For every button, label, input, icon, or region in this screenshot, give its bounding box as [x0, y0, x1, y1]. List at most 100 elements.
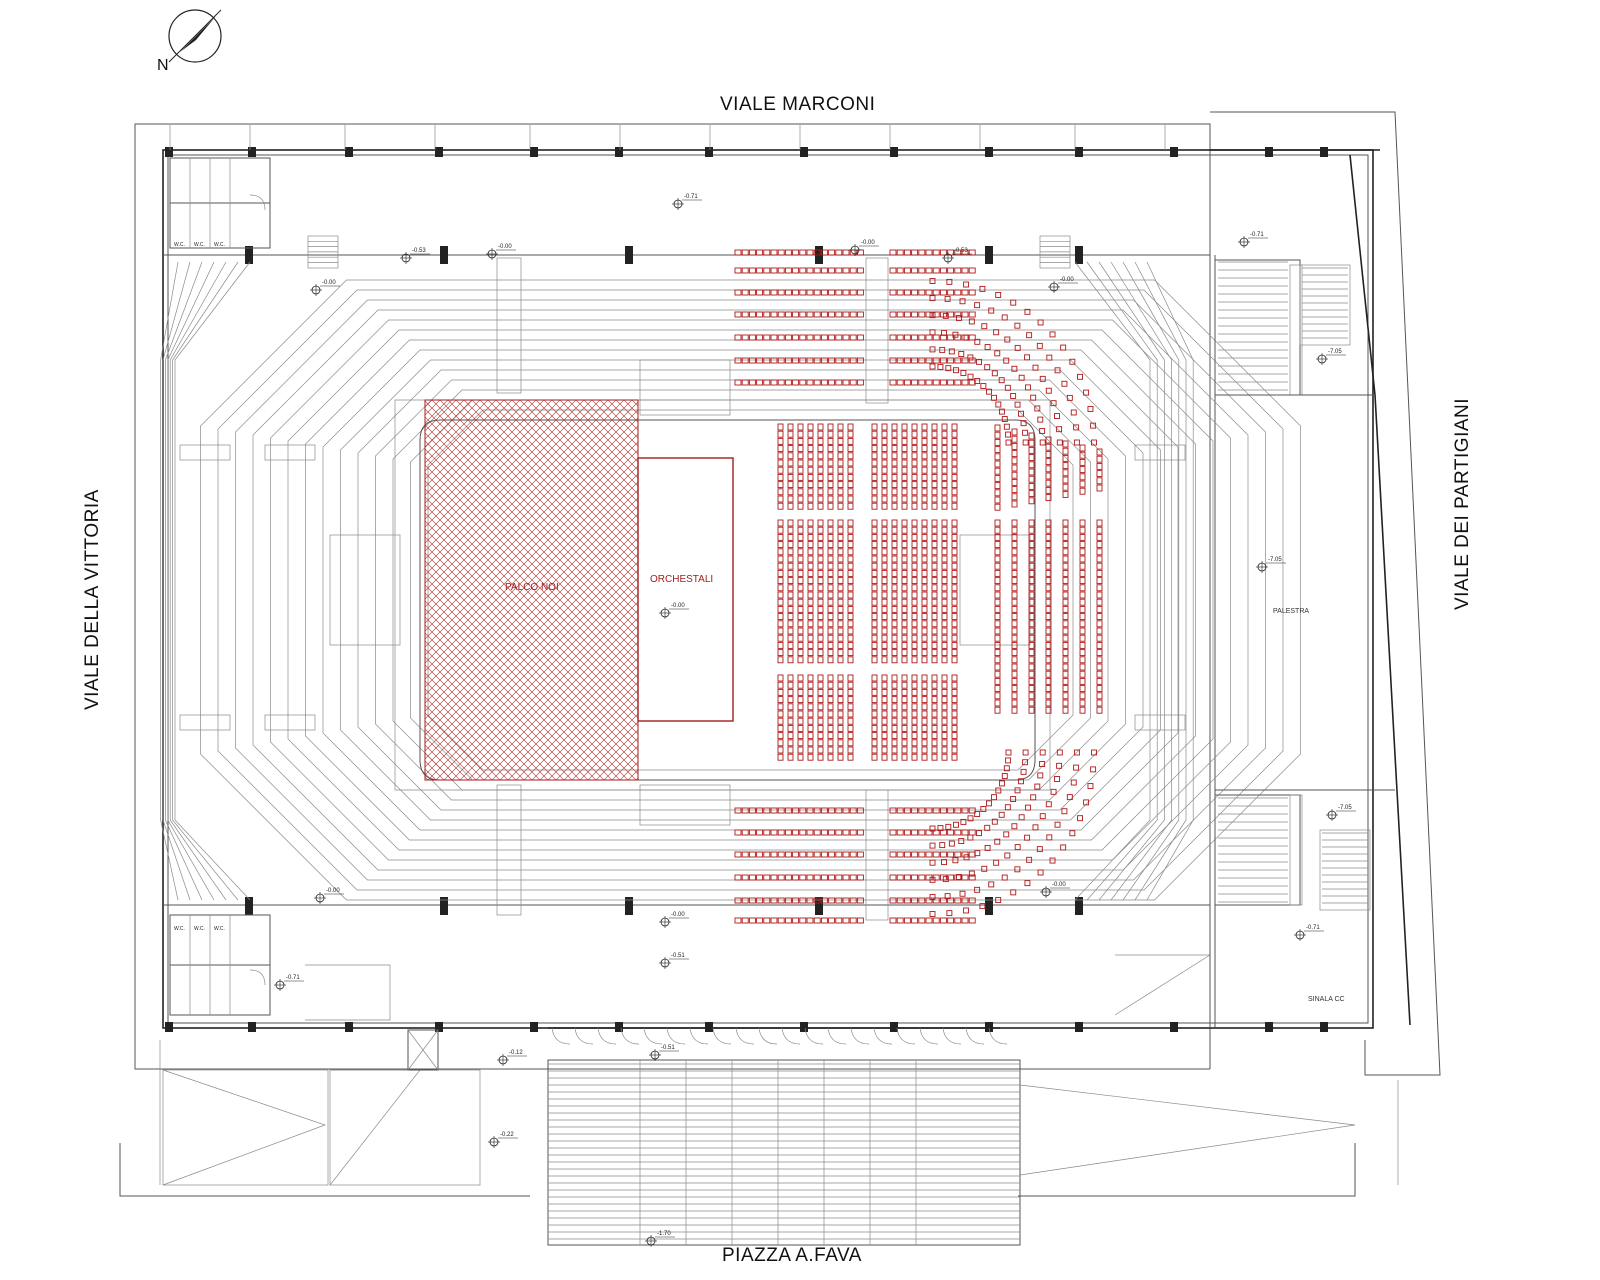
seat [931, 746, 938, 754]
seat [931, 430, 938, 438]
seat [1028, 634, 1035, 642]
seat [817, 688, 824, 696]
seat [871, 577, 878, 585]
seat [871, 649, 878, 657]
seat [734, 249, 742, 256]
seat [901, 739, 908, 747]
pillar [800, 1022, 808, 1032]
seat [931, 555, 938, 563]
seat [1001, 874, 1008, 881]
seat [741, 249, 749, 256]
seat [911, 584, 918, 592]
seat [777, 548, 784, 556]
seat [881, 423, 888, 431]
seat [951, 724, 958, 732]
seat [748, 829, 756, 836]
tier-line [172, 261, 239, 901]
seat [981, 865, 988, 872]
seat [974, 378, 981, 384]
seat [799, 311, 807, 318]
seat [1062, 677, 1069, 685]
seat [921, 696, 928, 704]
seat [929, 329, 936, 336]
seat [1062, 613, 1069, 621]
seat [827, 739, 834, 747]
pillar [530, 147, 538, 157]
seat [741, 357, 749, 364]
elev-center: -0.00 [659, 603, 689, 619]
seat [827, 562, 834, 570]
seat [903, 311, 911, 318]
elevation-value: -0.51 [671, 953, 685, 959]
seat [777, 379, 785, 386]
seat [770, 917, 778, 924]
seat [813, 897, 821, 904]
seat [941, 481, 948, 489]
seat [799, 807, 807, 814]
seat [939, 289, 947, 296]
seat [881, 577, 888, 585]
seat [881, 541, 888, 549]
seat [827, 613, 834, 621]
seat [837, 459, 844, 467]
seat [941, 674, 948, 682]
seat [1018, 410, 1024, 417]
seat [929, 312, 936, 319]
seat [784, 897, 792, 904]
seat [994, 460, 1001, 468]
seat [837, 724, 844, 732]
seat [1011, 699, 1018, 707]
seat [817, 703, 824, 711]
seat [871, 541, 878, 549]
seat [734, 807, 742, 814]
seat [881, 674, 888, 682]
seat [807, 649, 814, 657]
seat [921, 641, 928, 649]
seat [1011, 598, 1018, 606]
seat [797, 452, 804, 460]
seat [951, 533, 958, 541]
seat [994, 467, 1001, 475]
seat [820, 249, 828, 256]
seat [889, 267, 897, 274]
door-swing [942, 1027, 962, 1045]
seat [903, 267, 911, 274]
seat [847, 605, 854, 613]
seat [961, 334, 969, 341]
seat [1096, 526, 1103, 534]
seat [911, 897, 919, 904]
seat [929, 825, 936, 832]
seat [1083, 799, 1090, 806]
seat [901, 445, 908, 453]
elev-right-upper: -0.00 [1048, 277, 1078, 293]
door-swing [919, 1027, 939, 1045]
seat [881, 656, 888, 664]
seat [948, 348, 955, 355]
seat [1004, 852, 1011, 859]
seat [813, 311, 821, 318]
seat [1079, 519, 1086, 527]
seat [787, 495, 794, 503]
seat [925, 851, 933, 858]
seat [951, 739, 958, 747]
seat [837, 627, 844, 635]
seat [847, 584, 854, 592]
tier-line [375, 379, 1126, 801]
seat [991, 370, 998, 377]
seat [961, 807, 969, 814]
seat [1079, 458, 1086, 466]
seat [932, 357, 940, 364]
seat [1028, 641, 1035, 649]
seat [951, 423, 958, 431]
seat [918, 267, 926, 274]
pillar [985, 147, 993, 157]
seat [911, 710, 918, 718]
seat [847, 739, 854, 747]
seat [918, 357, 926, 364]
seat [1028, 613, 1035, 621]
seat [911, 634, 918, 642]
seat [1096, 584, 1103, 592]
seat [871, 423, 878, 431]
seat [806, 267, 814, 274]
seat [849, 379, 857, 386]
